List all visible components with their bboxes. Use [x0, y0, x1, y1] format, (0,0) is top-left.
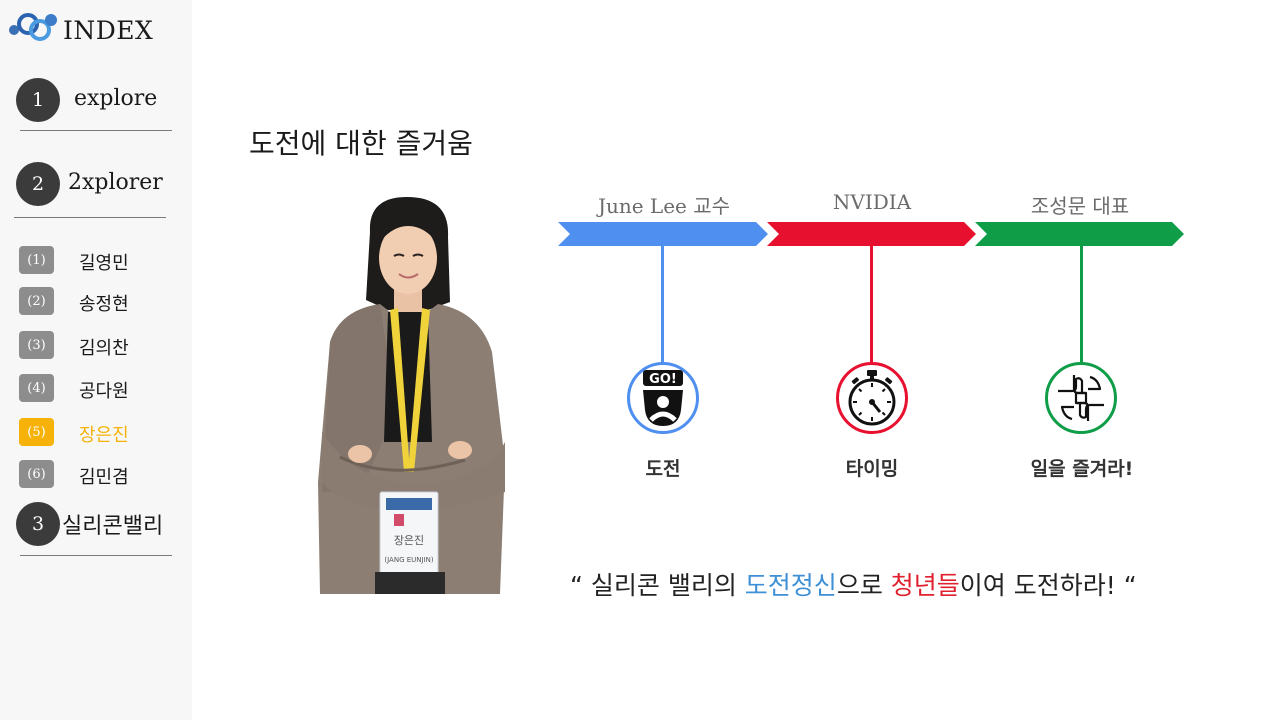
- enjoy-work-label: 일을 즐겨라!: [1030, 458, 1134, 480]
- slide-quote: “ 실리콘 밸리의 도전정신으로 청년들이여 도전하라! “: [570, 566, 1137, 602]
- item-number-badge: (3): [19, 331, 54, 359]
- person-photo: 장은진 (JANG EUNJIN): [318, 197, 505, 594]
- section-2-number[interactable]: 2: [16, 162, 60, 206]
- badge-romanized: (JANG EUNJIN): [384, 556, 433, 564]
- item-number-badge: (4): [19, 374, 54, 402]
- sidebar-item-4[interactable]: (4) 공다원: [19, 374, 191, 402]
- timing-label: 타이밍: [845, 458, 899, 480]
- timing-icon-circle: [836, 362, 908, 434]
- quote-mid: 으로: [836, 571, 891, 600]
- go-text: GO!: [649, 372, 677, 387]
- joined-hands-icon: [1058, 375, 1104, 421]
- item-name: 송정현: [79, 294, 129, 315]
- item-number-badge: (6): [19, 460, 54, 488]
- challenge-label: 도전: [645, 458, 681, 480]
- teamwork-icon-circle: [1045, 362, 1117, 434]
- section-1-number[interactable]: 1: [16, 78, 60, 122]
- stage-arrow-red: [767, 222, 976, 246]
- slide-title: 도전에 대한 즐거움: [249, 127, 473, 160]
- connector-blue: [661, 246, 664, 362]
- item-name: 장은진: [79, 425, 129, 446]
- item-number-badge: (5): [19, 418, 54, 446]
- sidebar-item-2[interactable]: (2) 송정현: [19, 287, 191, 315]
- item-number-badge: (2): [19, 287, 54, 315]
- section-3-number[interactable]: 3: [16, 502, 60, 546]
- stage-arrow-blue: [558, 222, 768, 246]
- timeline-arrows: [558, 222, 1184, 246]
- section-3-label[interactable]: 실리콘밸리: [62, 514, 164, 539]
- sidebar-item-6[interactable]: (6) 김민겸: [19, 460, 191, 488]
- quote-highlight-youth: 청년들: [890, 571, 960, 600]
- item-name: 김민겸: [79, 467, 129, 488]
- index-title: INDEX: [63, 16, 154, 45]
- stage-label-ceo: 조성문 대표: [1030, 194, 1130, 218]
- stage-label-june-lee: June Lee 교수: [597, 194, 731, 218]
- quote-close: 이여 도전하라! “: [959, 571, 1137, 600]
- item-name: 김의찬: [79, 338, 129, 359]
- section-1-label[interactable]: explore: [74, 86, 158, 111]
- sidebar-item-5-active[interactable]: (5) 장은진: [19, 418, 191, 446]
- sidebar-item-1[interactable]: (1) 길영민: [19, 246, 191, 274]
- divider: [20, 555, 172, 556]
- stage-label-nvidia: NVIDIA: [832, 190, 912, 214]
- quote-highlight-challenge-spirit: 도전정신: [744, 571, 837, 600]
- sidebar: INDEX 1 explore 2 2xplorer (1) 길영민 (2) 송…: [0, 0, 192, 720]
- logo-icon: [9, 13, 57, 41]
- connector-green: [1080, 246, 1083, 362]
- badge-name: 장은진: [394, 534, 424, 547]
- quote-open: “ 실리콘 밸리의: [570, 571, 745, 600]
- section-2-label[interactable]: 2xplorer: [68, 170, 163, 195]
- item-name: 공다원: [79, 381, 129, 402]
- connector-red: [870, 246, 873, 362]
- stopwatch-icon: [848, 370, 896, 426]
- go-steering-wheel-icon: GO!: [643, 370, 683, 426]
- divider: [14, 217, 166, 218]
- challenge-icon-circle: GO!: [627, 362, 699, 434]
- stage-arrow-green: [975, 222, 1184, 246]
- divider: [20, 130, 172, 131]
- item-number-badge: (1): [19, 246, 54, 274]
- sidebar-item-3[interactable]: (3) 김의찬: [19, 331, 191, 359]
- item-name: 길영민: [79, 253, 129, 274]
